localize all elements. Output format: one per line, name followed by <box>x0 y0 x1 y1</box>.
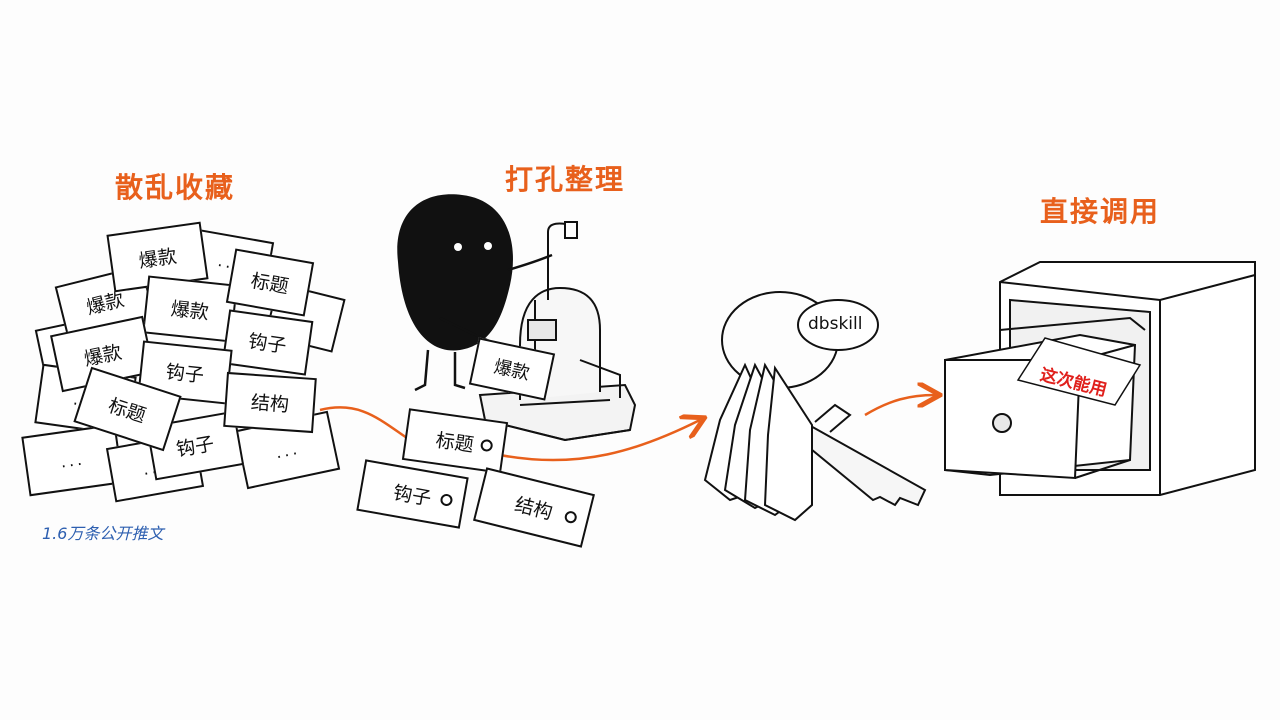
note-paper <box>1016 337 1142 406</box>
arrow-pile-to-punch <box>319 406 411 442</box>
punch-hole-icon <box>439 493 454 507</box>
blob-character-icon <box>397 194 553 392</box>
stage-title-use: 直接调用 <box>1040 195 1161 228</box>
keyring-tag-label: dbskill <box>808 314 863 334</box>
stage-title-scatter: 散乱收藏 <box>115 171 236 204</box>
keyring-icon <box>703 291 927 522</box>
stage-title-punch: 打孔整理 <box>505 163 626 196</box>
punched-card-label: 标题 <box>434 428 476 457</box>
arrow-keyring-to-drawer <box>864 395 935 417</box>
pile-card: 结构 <box>223 371 317 434</box>
punched-card-label: 结构 <box>512 493 555 525</box>
pile-caption: 1.6万条公开推文 <box>42 524 164 543</box>
hole-punch-icon <box>478 221 637 442</box>
arrow-punch-to-keyring <box>499 420 700 462</box>
pile-card: 爆款 <box>142 275 238 343</box>
punch-hole-icon <box>563 509 579 524</box>
punch-hole-icon <box>479 438 494 453</box>
pile-card: 钩子 <box>221 309 314 376</box>
punched-card-label: 钩子 <box>391 481 433 510</box>
